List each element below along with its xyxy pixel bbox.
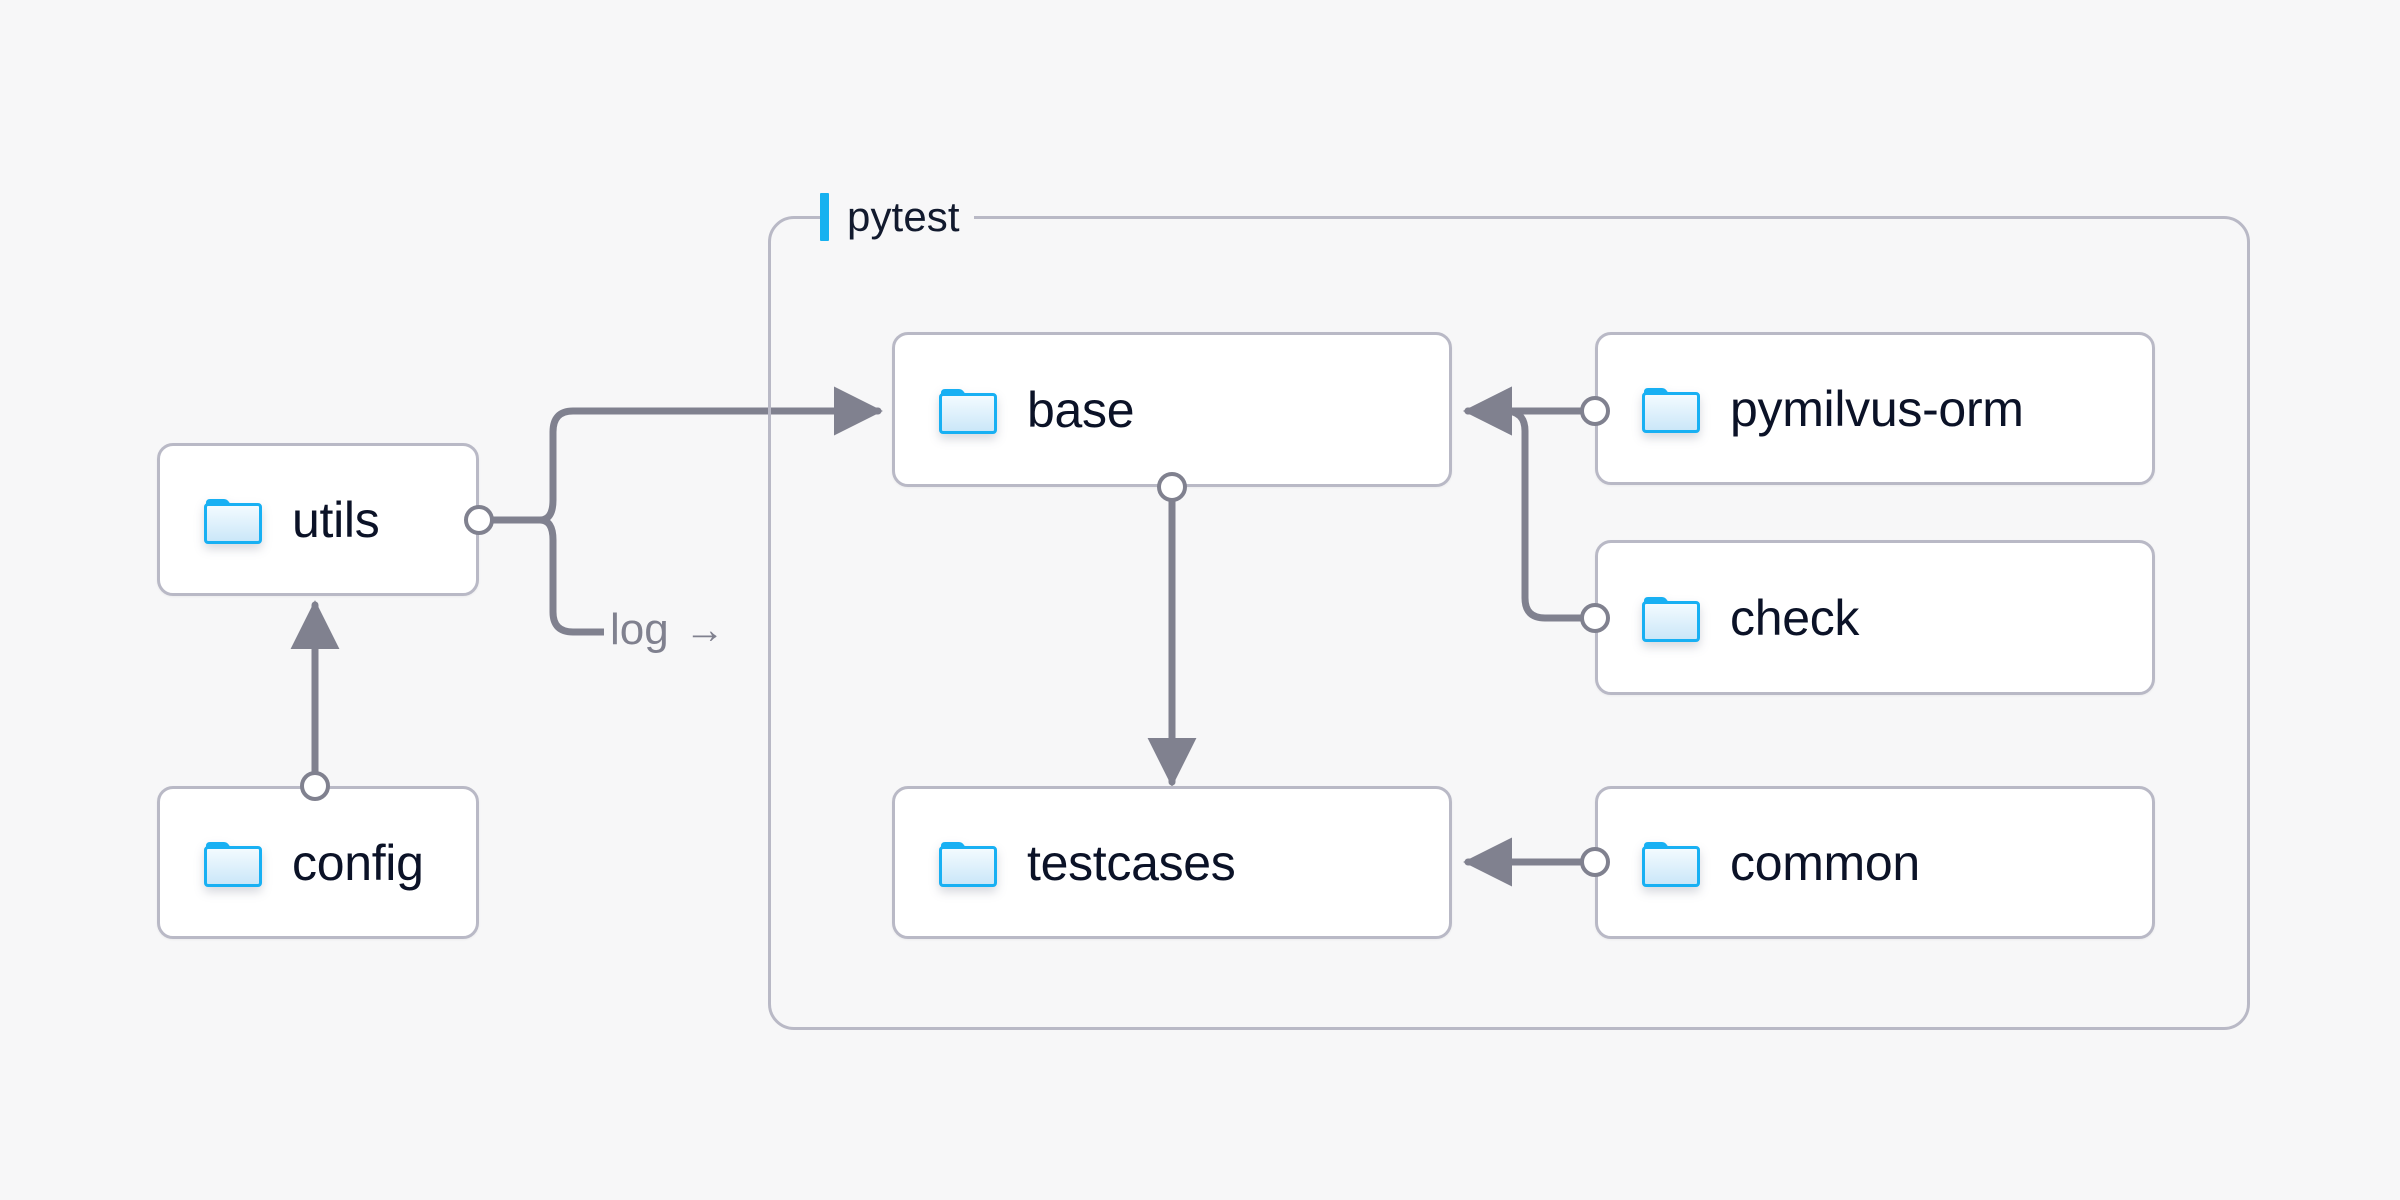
group-pytest-label: pytest <box>820 193 974 241</box>
node-common-label: common <box>1730 834 1920 891</box>
folder-icon <box>202 837 264 889</box>
port-base-bottom[interactable] <box>1157 472 1187 502</box>
node-config-label: config <box>292 834 424 891</box>
edge-label-log-text: log <box>610 605 669 654</box>
node-utils-label: utils <box>292 491 380 548</box>
arrow-right-icon: → <box>684 608 725 652</box>
port-common-left[interactable] <box>1580 847 1610 877</box>
node-utils[interactable]: utils <box>157 443 479 596</box>
node-testcases[interactable]: testcases <box>892 786 1452 939</box>
node-config[interactable]: config <box>157 786 479 939</box>
folder-icon <box>1640 592 1702 644</box>
port-pymilvus-orm-left[interactable] <box>1580 396 1610 426</box>
folder-icon <box>1640 837 1702 889</box>
port-check-left[interactable] <box>1580 603 1610 633</box>
group-pytest <box>768 216 2250 1030</box>
node-common[interactable]: common <box>1595 786 2155 939</box>
edge-utils-log <box>536 516 612 636</box>
folder-icon <box>937 837 999 889</box>
group-title: pytest <box>847 193 960 240</box>
node-testcases-label: testcases <box>1027 834 1236 891</box>
node-base-label: base <box>1027 381 1135 438</box>
group-accent-bar <box>820 193 829 241</box>
node-pymilvus-orm[interactable]: pymilvus-orm <box>1595 332 2155 485</box>
folder-icon <box>1640 383 1702 435</box>
port-utils-right[interactable] <box>464 505 494 535</box>
port-config-top[interactable] <box>300 771 330 801</box>
edge-label-log: log → <box>604 608 731 652</box>
node-check[interactable]: check <box>1595 540 2155 695</box>
folder-icon <box>202 494 264 546</box>
node-base[interactable]: base <box>892 332 1452 487</box>
node-check-label: check <box>1730 589 1860 646</box>
node-pymilvus-orm-label: pymilvus-orm <box>1730 380 2024 437</box>
folder-icon <box>937 384 999 436</box>
